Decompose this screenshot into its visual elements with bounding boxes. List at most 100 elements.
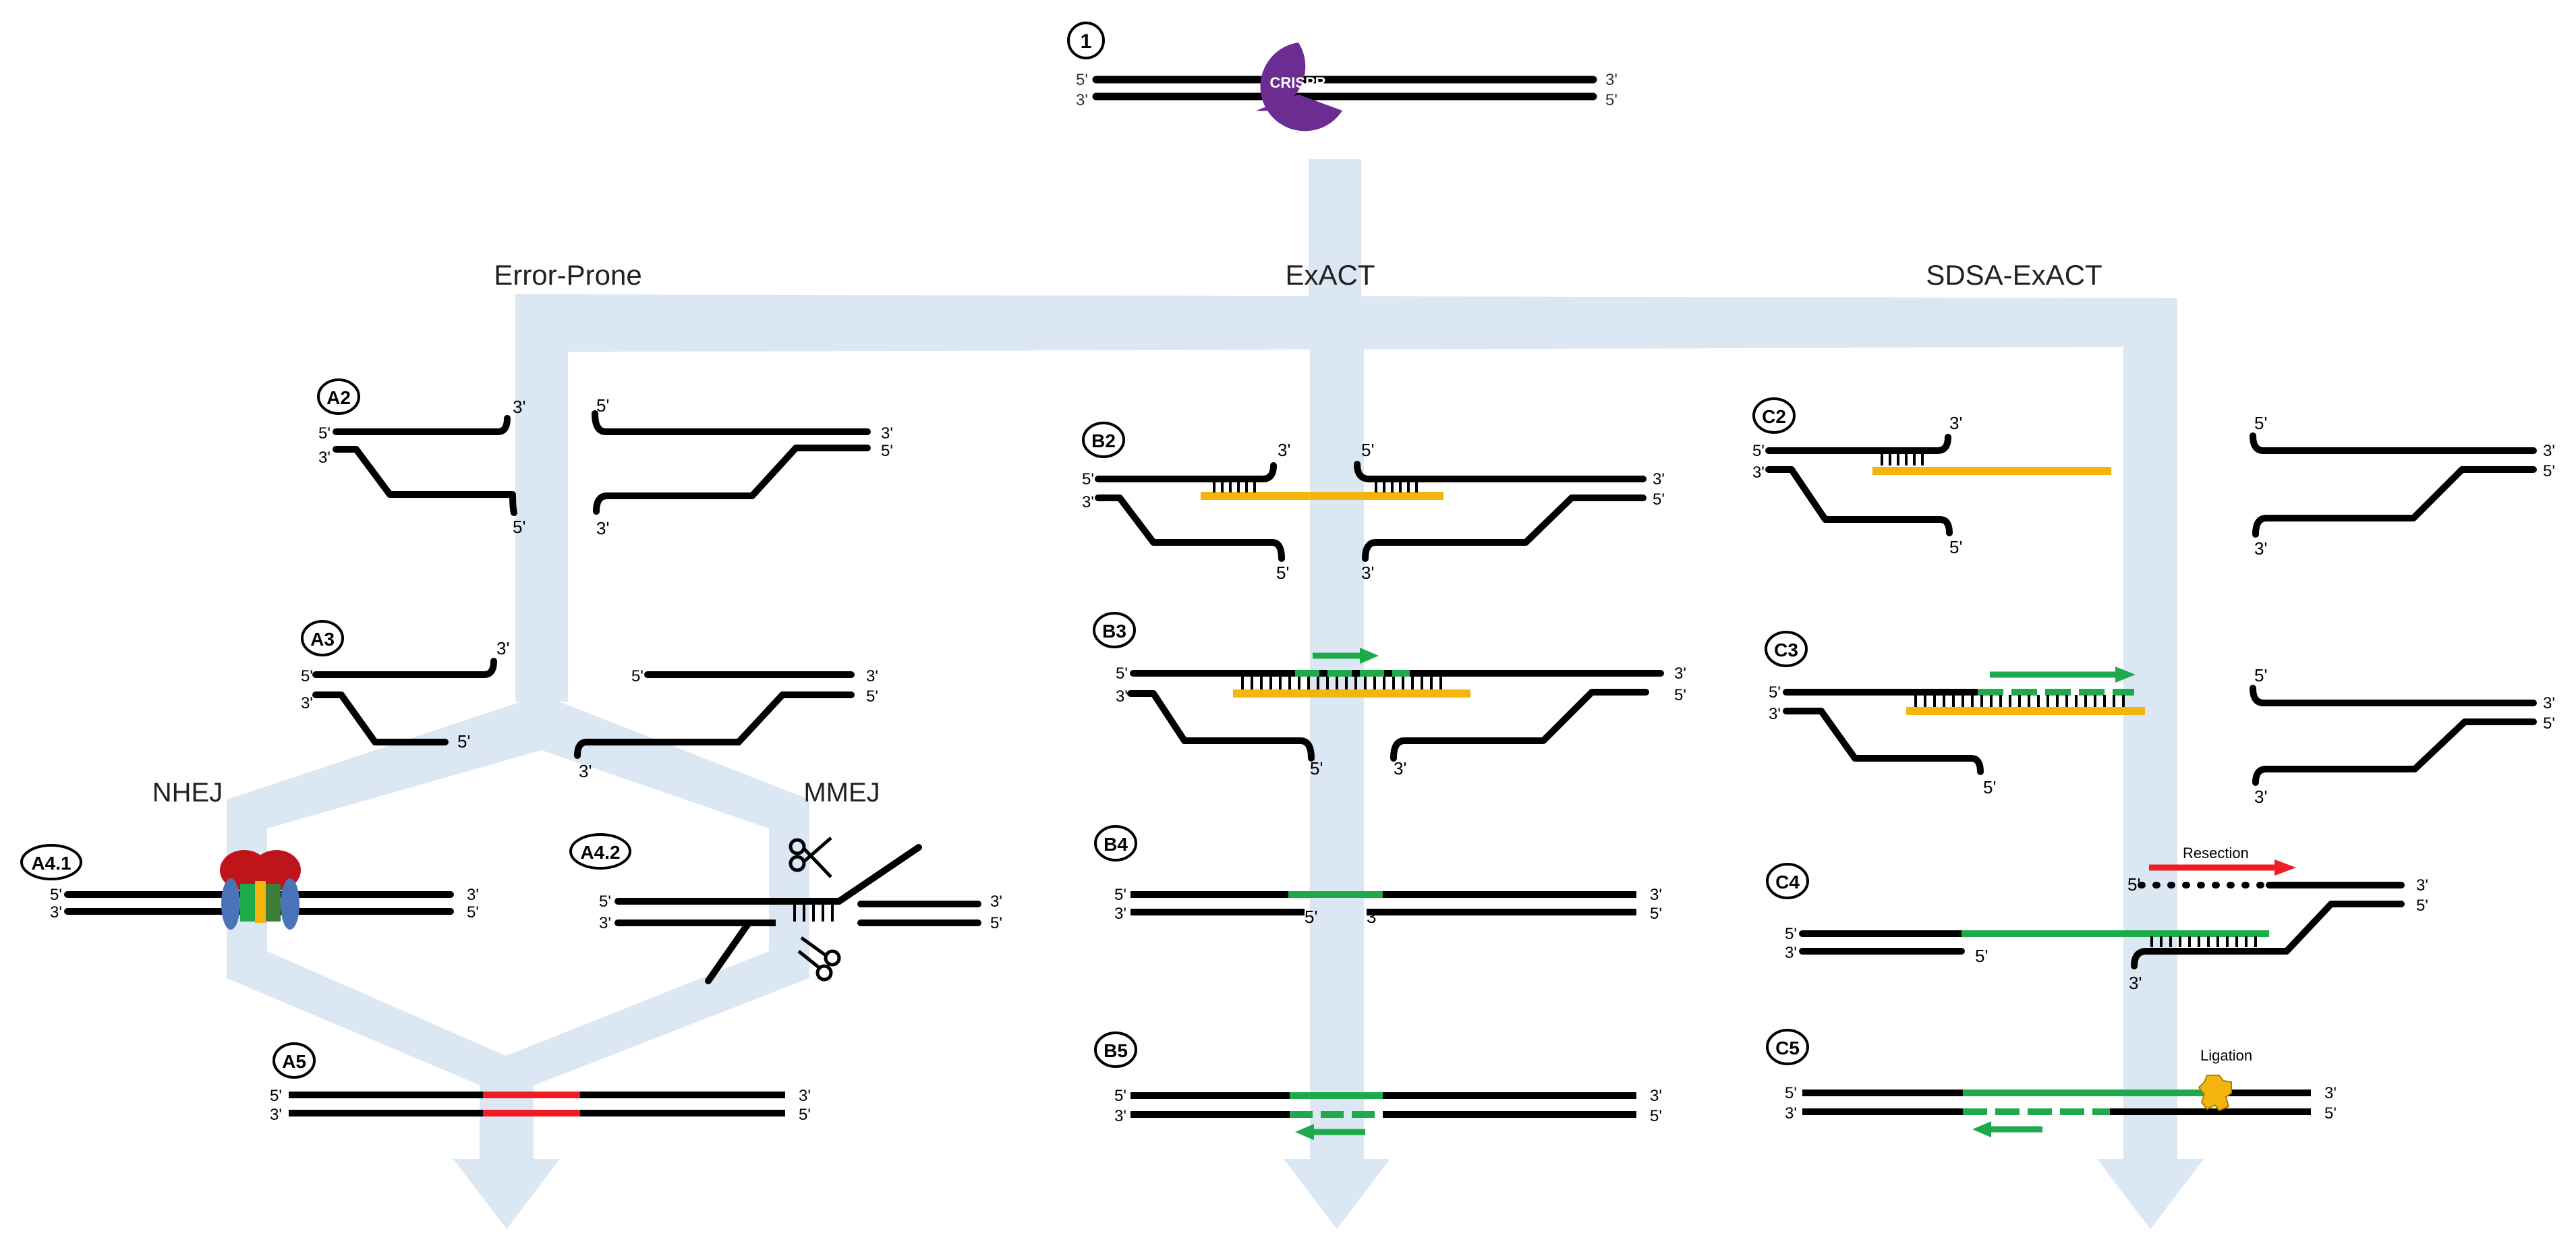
strand-end: 5' (2416, 897, 2428, 915)
step-badge-label: A4.2 (580, 842, 620, 863)
strand-end: 5' (1769, 683, 1781, 702)
strand-end: 5' (1310, 758, 1323, 779)
step-badge (1765, 631, 1808, 667)
resection-label: Resection (2183, 845, 2249, 861)
strand-end: 3' (799, 1087, 811, 1105)
step-c5: C5 Ligation 5' 3' 3' 5' (1766, 1029, 2337, 1137)
step-badge (1094, 825, 1137, 861)
strand-end: 5' (1975, 946, 1988, 966)
strand-end: 3' (1752, 463, 1765, 482)
strand-end: 5' (599, 893, 611, 911)
step-a3: A3 5' 3' 3' 5' 5' 3' 3' 5' (301, 620, 878, 781)
strand-end: 3' (1785, 944, 1797, 962)
strand-end: 3' (599, 914, 611, 932)
strand-end: 3' (1361, 563, 1374, 583)
strand-end: 5' (301, 667, 313, 685)
strand-end: 3' (1653, 470, 1665, 488)
ligation-label: Ligation (2200, 1047, 2252, 1064)
strand-end: 5' (1949, 537, 1962, 557)
strand-end: 3' (270, 1106, 282, 1124)
step-badge-label: C2 (1762, 406, 1786, 427)
strand-end: 3' (1769, 705, 1781, 723)
synthesis-arrow (1313, 648, 1379, 664)
strand-end: 3' (50, 903, 62, 922)
pathway-title-error-prone: Error-Prone (494, 259, 641, 291)
strand-end: 5' (1361, 440, 1374, 460)
strand-end: 5' (467, 903, 479, 922)
strand-end: 5' (1650, 905, 1662, 923)
step-b3: B3 5' 3' 5' 3' 3' 5' (1093, 612, 1686, 779)
strand-end: 5' (2127, 874, 2140, 895)
strand-end: 3' (2543, 694, 2555, 712)
strand-end: 5' (881, 442, 893, 460)
strand-end: 3' (2543, 442, 2555, 460)
strand-end: 3' (2129, 973, 2142, 993)
step-badge-label: B4 (1104, 834, 1128, 855)
step-c3: C3 5' 3' 5' 5 (1765, 631, 2555, 807)
ligase-icon (2198, 1075, 2232, 1112)
strand-end: 3' (1785, 1104, 1797, 1123)
scissors-icon (797, 936, 841, 982)
strand-end: 5' (1785, 1084, 1797, 1102)
strand-end: 3' (579, 761, 592, 781)
strand-end: 3' (467, 886, 479, 904)
step-badge-label: A2 (326, 387, 351, 408)
step-a4-1: A4.1 5' 3' 3' 5' (20, 844, 479, 930)
strand-end: 3' (1278, 440, 1290, 460)
strand-end: 3' (318, 449, 331, 467)
step-badge-label: B3 (1102, 621, 1126, 642)
flow-right-arrowhead (2097, 1159, 2204, 1229)
step-badge (273, 1042, 316, 1079)
flow-middle-shaft (1310, 301, 1364, 1166)
flow-arrows (227, 159, 2204, 1229)
strand-end: 5' (990, 914, 1002, 932)
step-badge-label: C5 (1775, 1038, 1800, 1058)
strand-end: 5' (1276, 563, 1289, 583)
strand-end: 5' (1114, 886, 1126, 904)
strand-end: 5' (2254, 665, 2267, 685)
step-badge (1093, 612, 1136, 648)
strand-end: 3' (1650, 1087, 1662, 1105)
step-badge (569, 833, 631, 870)
strand-end: 5' (2254, 413, 2267, 433)
strand-end: 5' (1116, 665, 1128, 683)
strand-end: 5' (1785, 925, 1797, 943)
step-a2: A2 5' 3' 3' 5' 5' 3' 3' 5' (317, 378, 893, 538)
strand-end: 5' (2324, 1104, 2337, 1123)
strand-end: 3' (2254, 787, 2267, 807)
step-badge (1067, 22, 1105, 59)
strand-end: 5' (513, 517, 525, 537)
strand-end: 3' (2254, 538, 2267, 559)
step-badge (1094, 1031, 1137, 1068)
crispr-nuclease-icon (1256, 43, 1342, 132)
flow-hexagon-loop (227, 695, 809, 1096)
strand-end: 3' (496, 638, 509, 658)
strand-end: 3' (1082, 493, 1094, 511)
strand-end: 5' (631, 667, 643, 685)
step-badge-label: B5 (1104, 1040, 1128, 1061)
step-badge-label: B2 (1091, 430, 1116, 451)
flow-trunk-top (1309, 159, 1361, 301)
strand-end: 3' (1394, 758, 1406, 779)
strand-end: 5' (270, 1087, 282, 1105)
subpathway-nhej: NHEJ (152, 778, 223, 808)
strand-end: 5' (1674, 686, 1686, 704)
step-b4: B4 5' 3' 5' 3' 3' 5' (1094, 825, 1662, 927)
step-c2: C2 5' 3' 3' 5' 5' 3' 3' 5' (1752, 397, 2555, 559)
flow-left-shaft (515, 297, 568, 702)
strand-end: 3' (1114, 905, 1126, 923)
subpathway-mmej: MMEJ (803, 778, 880, 808)
flow-right-shaft (2123, 298, 2177, 1166)
strand-end: 5' (596, 395, 609, 416)
step-badge-label: C4 (1775, 872, 1800, 893)
step-1: 1 5' 3' 3' 5' CRISPR (1067, 22, 1618, 132)
strand-end: 3' (1116, 687, 1128, 706)
strand-end: 3' (513, 397, 525, 417)
synthesis-arrow (1295, 1124, 1365, 1140)
step-badge (1766, 863, 1809, 899)
flow-middle-arrowhead (1284, 1159, 1390, 1229)
step-badge-label: A4.1 (31, 853, 71, 874)
strand-end: 3' (1367, 907, 1379, 927)
step-b2: B2 5' 3' 3' 5' 5' 3' 3' 5' (1082, 422, 1665, 583)
